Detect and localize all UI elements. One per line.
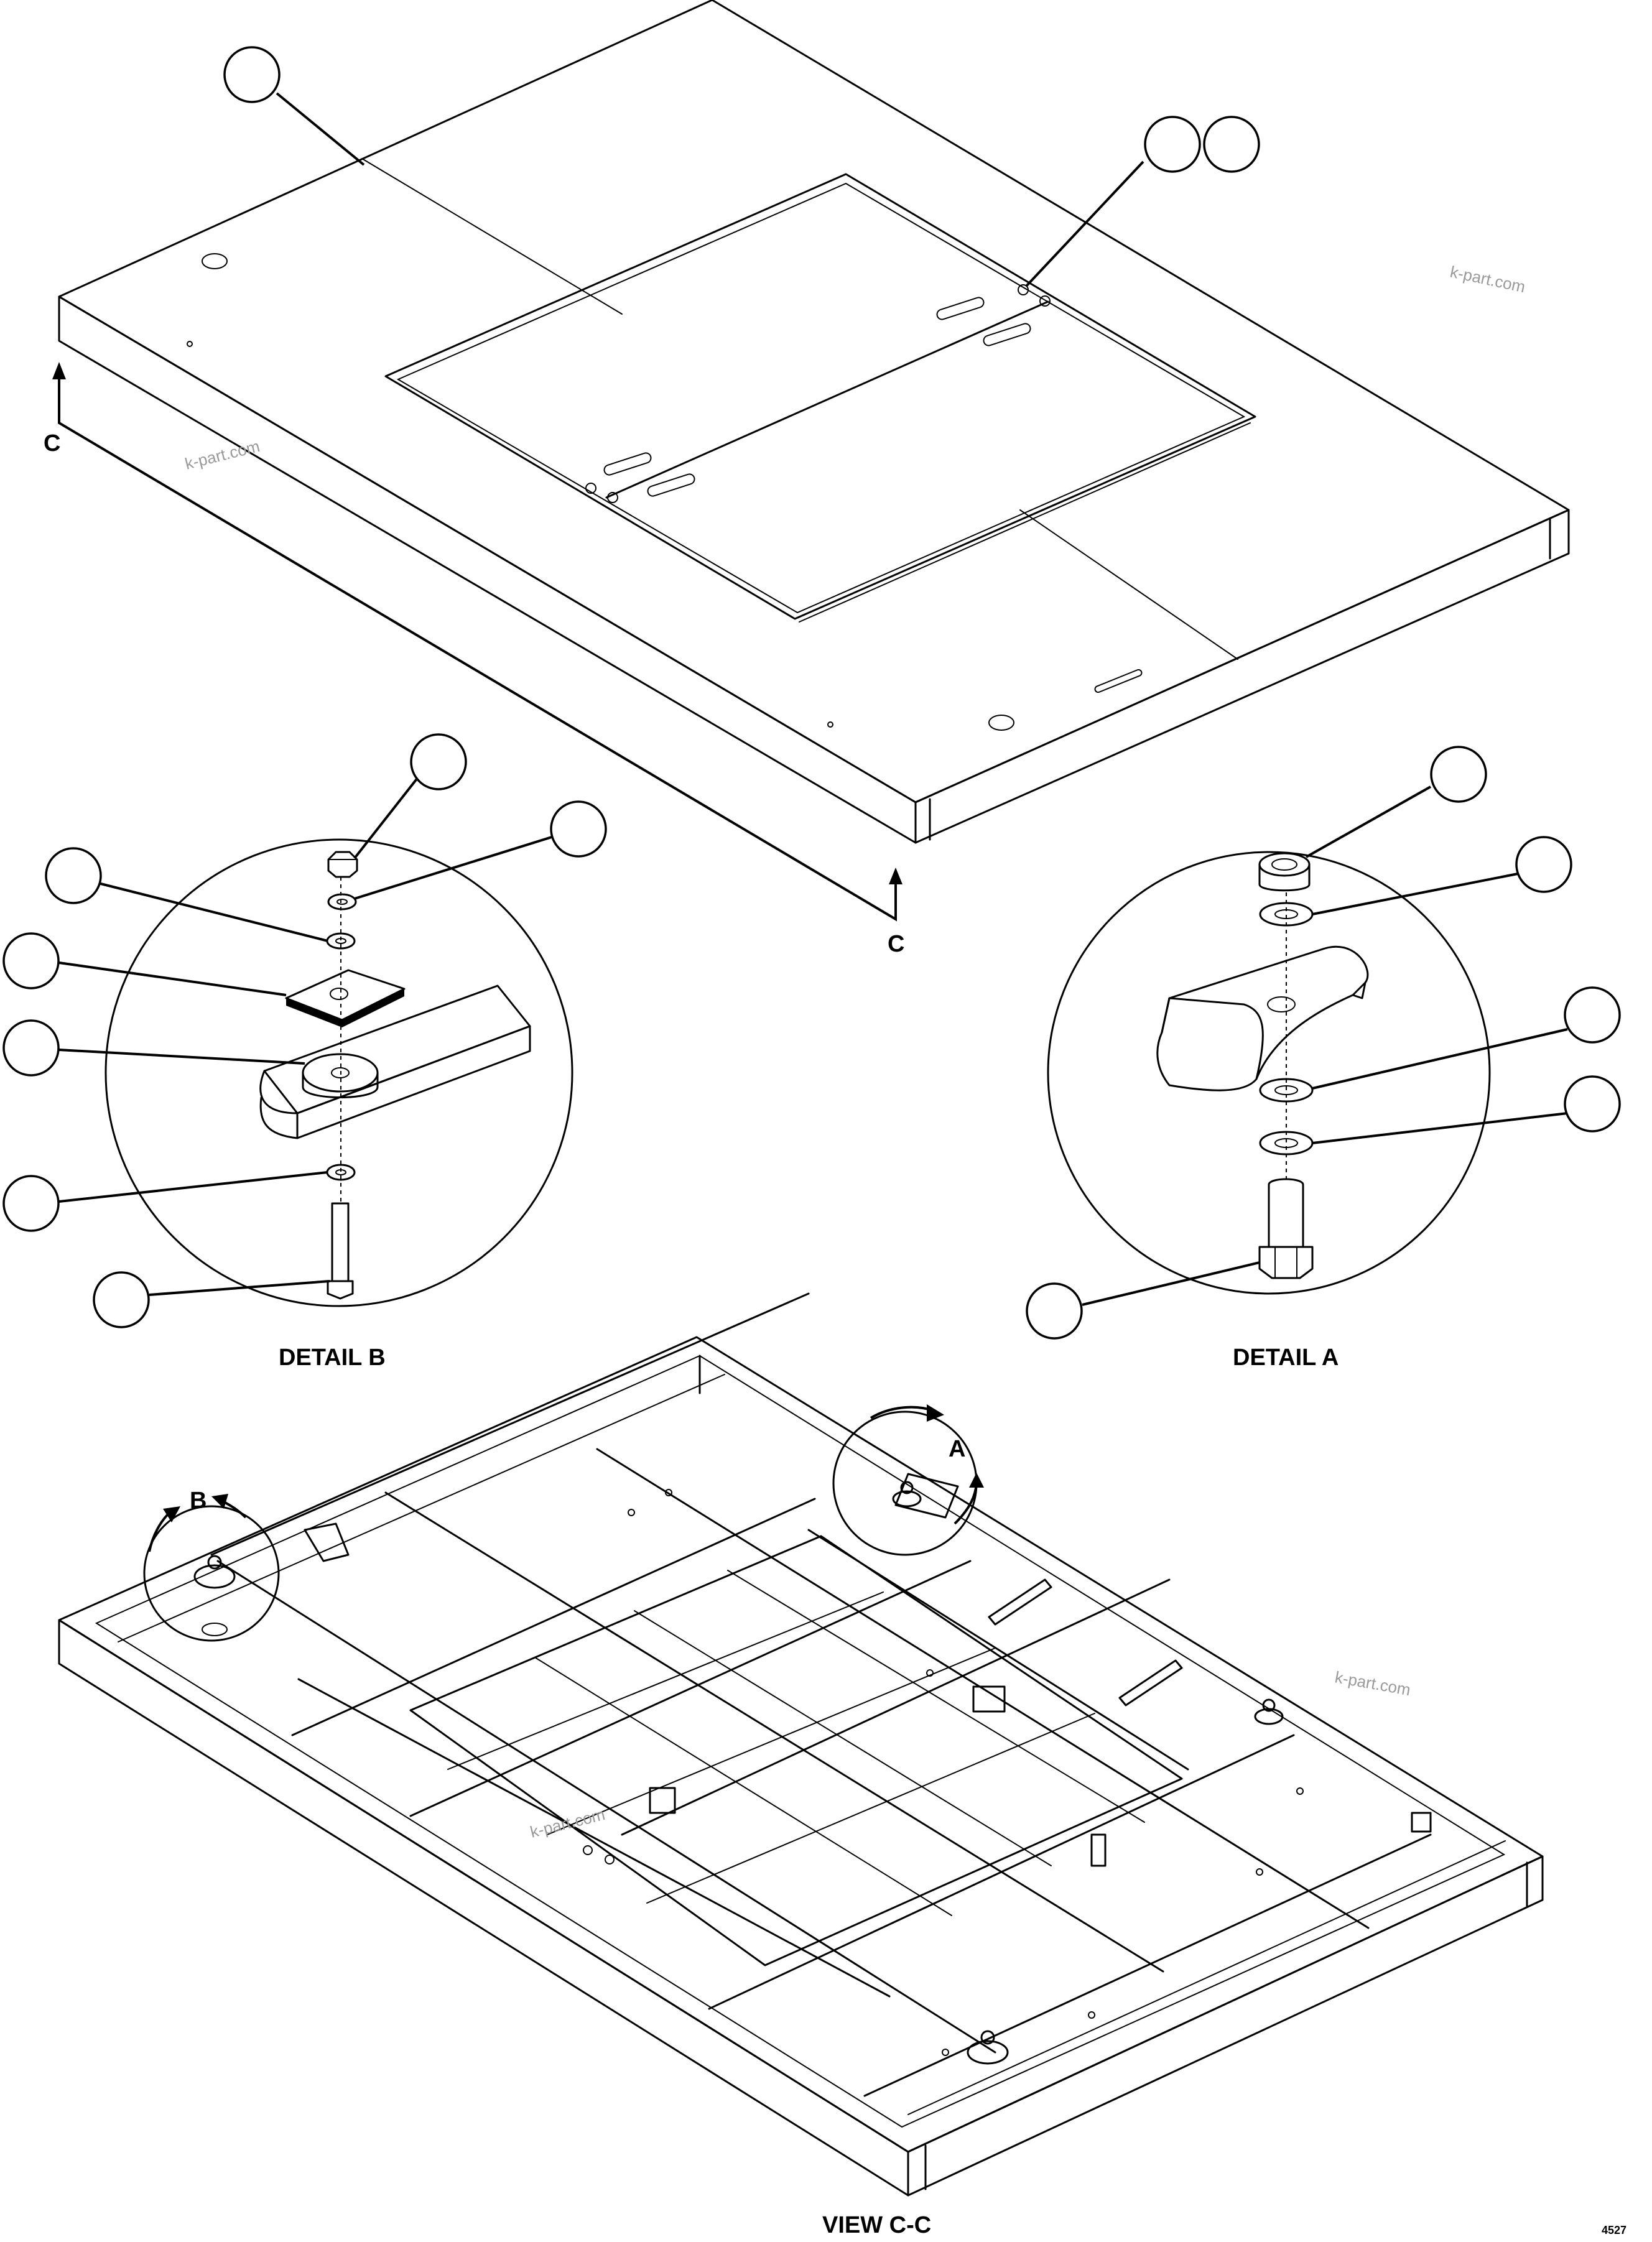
detail-a-title: DETAIL A xyxy=(1233,1345,1339,1371)
panel-holes xyxy=(187,253,1014,731)
callout-balloon xyxy=(1430,746,1487,803)
watermark: k-part.com xyxy=(528,1805,606,1841)
detail-b-title: DETAIL B xyxy=(279,1345,386,1371)
callout-balloon xyxy=(45,847,102,904)
detail-a: DETAIL A xyxy=(1026,746,1621,1371)
callout-balloon xyxy=(2,1019,60,1077)
frame-isolators xyxy=(193,1481,1284,2065)
section-line-c: C C xyxy=(44,362,904,957)
callout-balloon xyxy=(550,800,607,858)
section-marker-right: C xyxy=(888,931,904,957)
callout-balloon xyxy=(1026,1282,1083,1340)
top-panel-view: C C k-part.com k-part.com xyxy=(44,0,1570,957)
callout-balloon xyxy=(2,1175,60,1232)
frame-gussets xyxy=(304,1473,1432,1867)
watermark: k-part.com xyxy=(1449,262,1527,297)
cover-fasteners xyxy=(585,284,1051,503)
cover-slots xyxy=(603,297,1143,693)
top-callouts xyxy=(223,46,1260,287)
detail-a-ref: A xyxy=(949,1436,965,1462)
callout-balloon xyxy=(1564,986,1621,1044)
frame-bolts xyxy=(583,1489,1304,2056)
detail-a-callouts xyxy=(1026,746,1621,1340)
detail-b-marker: B xyxy=(143,1488,280,1642)
watermark: k-part.com xyxy=(1334,1667,1412,1699)
callout-balloon xyxy=(410,733,467,790)
watermark: k-part.com xyxy=(183,437,261,473)
sheet-code: 4527 xyxy=(1602,2224,1626,2236)
callout-balloon xyxy=(2,932,60,989)
detail-b-callouts xyxy=(2,733,607,1328)
view-c-c: A B k-part.com k-part.com VIEW C-C xyxy=(58,1292,1544,2238)
callout-balloon xyxy=(93,1271,150,1328)
callout-balloon xyxy=(1515,836,1572,893)
view-c-c-title: VIEW C-C xyxy=(822,2212,931,2238)
callout-balloon xyxy=(1203,116,1260,173)
detail-b-ref: B xyxy=(190,1488,206,1514)
section-marker-left: C xyxy=(44,430,60,456)
detail-b: DETAIL B xyxy=(2,733,607,1371)
callout-balloon xyxy=(223,46,281,103)
callout-balloon xyxy=(1564,1075,1621,1133)
callout-balloon xyxy=(1144,116,1201,173)
detail-a-marker: A xyxy=(832,1404,984,1556)
